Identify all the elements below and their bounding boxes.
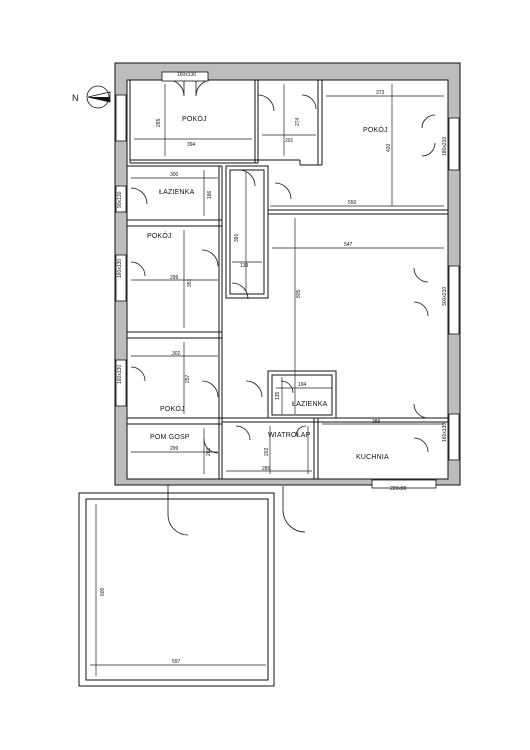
dimension-lines <box>90 84 444 676</box>
doors <box>130 79 436 536</box>
dim-label: 186 <box>207 190 213 199</box>
dim-label: 394 <box>187 142 196 148</box>
dim-label: 300 <box>170 172 179 178</box>
dim-label: 135 <box>275 391 281 400</box>
dim-label: 90x130 <box>117 191 123 208</box>
dim-label: 160x130 <box>442 423 448 442</box>
garage-outline <box>78 492 275 687</box>
dim-label: 274 <box>295 117 301 126</box>
dim-label: 180x210 <box>442 137 448 156</box>
room-label-pokoj-right: POKÓJ <box>363 125 388 134</box>
room-label-pokoj-left-low: POKÓJ <box>160 404 185 413</box>
dim-label: 550 <box>348 200 357 206</box>
dim-label: 389 <box>372 419 381 425</box>
dim-label: 202 <box>264 447 270 456</box>
dim-label: 201 <box>285 138 294 144</box>
room-label-lazienka-top: ŁAZIENKA <box>159 189 195 196</box>
dim-label: 139 <box>240 263 249 269</box>
windows <box>115 71 460 489</box>
interior-walls <box>127 80 448 479</box>
dim-label: 194 <box>298 382 307 388</box>
dim-label: 597 <box>172 659 181 665</box>
dim-label: 547 <box>344 242 353 248</box>
dim-label: 391 <box>234 233 240 242</box>
dim-label: 351 <box>187 278 193 287</box>
dim-label: 300x210 <box>442 287 448 306</box>
room-label-kuchnia: KUCHNIA <box>356 454 389 461</box>
room-label-pokoj-top: POKÓJ <box>182 114 207 123</box>
dim-label: 299 <box>170 446 179 452</box>
dim-label: 201 <box>206 447 212 456</box>
dim-label: 289 <box>262 466 271 472</box>
dim-label: 160x130 <box>117 259 123 278</box>
dim-label: 805 <box>296 289 302 298</box>
room-label-pom-gosp: POM GOSP <box>150 434 190 441</box>
north-label: N <box>72 93 79 103</box>
garage-inner <box>85 498 269 681</box>
room-label-pokoj-left-mid: POKÓJ <box>147 231 172 240</box>
dim-label: 265 <box>156 118 162 127</box>
dim-label: 299 <box>170 275 179 281</box>
dim-label: 220x80 <box>390 486 407 492</box>
dim-label: 257 <box>185 374 191 383</box>
room-label-wiatrolap: WIATROŁAP <box>268 432 311 439</box>
dim-label: 302 <box>172 351 181 357</box>
dim-label: 600 <box>100 587 106 596</box>
building-floor <box>126 79 449 480</box>
dim-label: 373 <box>376 90 385 96</box>
room-label-lazienka-center: ŁAZIENKA <box>292 401 328 408</box>
dim-label: 160x130 <box>117 365 123 384</box>
dim-label: 420 <box>386 143 392 152</box>
dim-label: 160x130 <box>177 72 196 78</box>
north-arrow-icon: N <box>72 85 111 109</box>
